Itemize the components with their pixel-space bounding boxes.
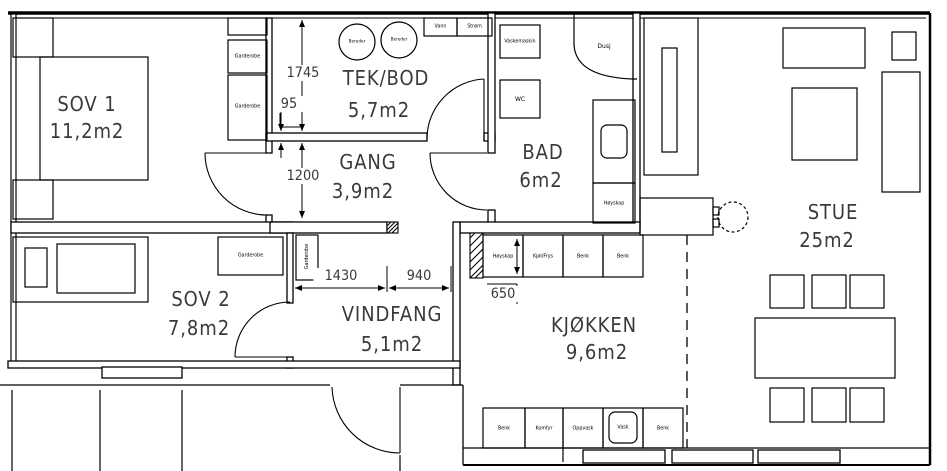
bed-platform-sov2	[12, 236, 149, 303]
chair	[769, 274, 805, 309]
vanity	[592, 99, 636, 184]
armchair	[791, 87, 858, 161]
shower-enclosure	[573, 13, 637, 80]
doors	[204, 78, 488, 454]
chair	[849, 274, 885, 309]
chair	[849, 387, 885, 423]
tv-bench	[782, 27, 866, 69]
sofa	[881, 71, 921, 193]
nightstand	[12, 17, 54, 58]
door-sov1	[204, 152, 268, 216]
nightstand	[12, 179, 54, 220]
dining-table	[754, 317, 896, 379]
counter-1	[562, 234, 604, 278]
chair	[769, 387, 805, 423]
dishwasher	[562, 407, 604, 449]
shaft-inner	[661, 47, 678, 153]
sink	[608, 411, 638, 444]
tall-cabinet-bad	[592, 182, 636, 224]
water-box	[423, 17, 458, 37]
furniture	[11, 13, 921, 471]
counter-4	[642, 407, 684, 449]
shaft-cabinet	[643, 17, 699, 176]
wardrobe-sov1-1	[227, 39, 268, 74]
power-box	[456, 17, 493, 37]
chair	[811, 387, 847, 423]
wardrobe-sov2	[217, 236, 284, 276]
counter-2	[602, 234, 644, 278]
wardrobe-vindfang	[295, 234, 319, 281]
peninsula-counter	[639, 197, 714, 236]
outer-walls	[8, 11, 932, 465]
closet-top	[227, 17, 268, 36]
wardrobe-sov1-2	[227, 74, 268, 141]
water-heater-2	[380, 21, 418, 59]
door-entrance	[331, 386, 401, 454]
fridge-freezer	[522, 234, 564, 278]
door-bad	[429, 152, 488, 211]
stove	[524, 407, 564, 449]
counter-3	[482, 407, 526, 449]
basin	[600, 124, 628, 159]
door-sov2	[234, 301, 291, 358]
chair	[811, 274, 847, 309]
interior-walls	[0, 12, 930, 466]
bed-sov2	[56, 243, 136, 294]
water-heater-1	[338, 23, 376, 61]
door-tek-bod	[426, 78, 485, 142]
nightstand	[24, 247, 48, 288]
washing-machine	[499, 24, 541, 59]
wc-fixture	[499, 79, 541, 119]
round-basin	[717, 201, 749, 233]
side-table	[891, 31, 917, 61]
bed-sov1	[39, 56, 149, 181]
